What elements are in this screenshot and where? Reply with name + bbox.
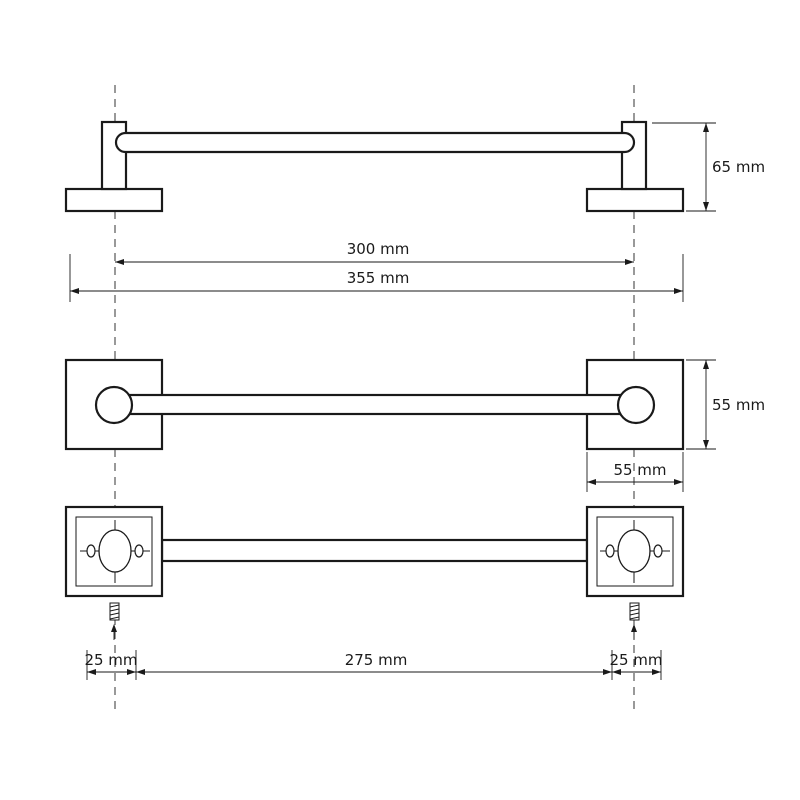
dimension-plate-height: 55 mm [686, 359, 765, 450]
front-bar [114, 393, 636, 416]
right-set-screw-icon [629, 602, 640, 621]
mount-right-center-hole [617, 529, 651, 573]
label-mount-offset-left: 25 mm [84, 651, 137, 669]
mount-right-inner-frame [596, 516, 674, 587]
label-plate-height: 55 mm [712, 396, 765, 414]
front-left-post-end [94, 385, 134, 425]
mount-left-center-hole [98, 529, 132, 573]
label-plate-width: 55 mm [613, 461, 666, 479]
dimension-mount-offsets: 25 mm 275 mm 25 mm [84, 650, 663, 680]
left-set-screw-icon [109, 602, 120, 621]
label-height-side: 65 mm [712, 158, 765, 176]
mount-left-screw-slot-a [86, 544, 96, 558]
mounting-view [64, 505, 685, 640]
label-overall-length: 355 mm [347, 269, 410, 287]
dimension-overall-length: 355 mm [69, 254, 684, 302]
mount-left-inner-frame [75, 516, 153, 587]
front-right-post-end [616, 385, 656, 425]
label-mount-offset-right: 25 mm [609, 651, 662, 669]
side-bar [114, 131, 636, 154]
dimension-height-side: 65 mm [652, 122, 765, 212]
mount-right-screw-slot-b [653, 544, 663, 558]
side-right-base [585, 187, 685, 213]
mount-bar [160, 538, 589, 563]
label-mount-spacing: 275 mm [345, 651, 408, 669]
dimension-center-distance: 300 mm [115, 240, 634, 265]
side-left-post [100, 120, 128, 191]
mount-right-screw-slot-a [605, 544, 615, 558]
front-view [64, 358, 685, 451]
label-center-distance: 300 mm [347, 240, 410, 258]
mount-left-screw-slot-b [134, 544, 144, 558]
side-view [64, 120, 685, 213]
side-left-base [64, 187, 164, 213]
dimension-plate-width: 55 mm [586, 452, 684, 492]
